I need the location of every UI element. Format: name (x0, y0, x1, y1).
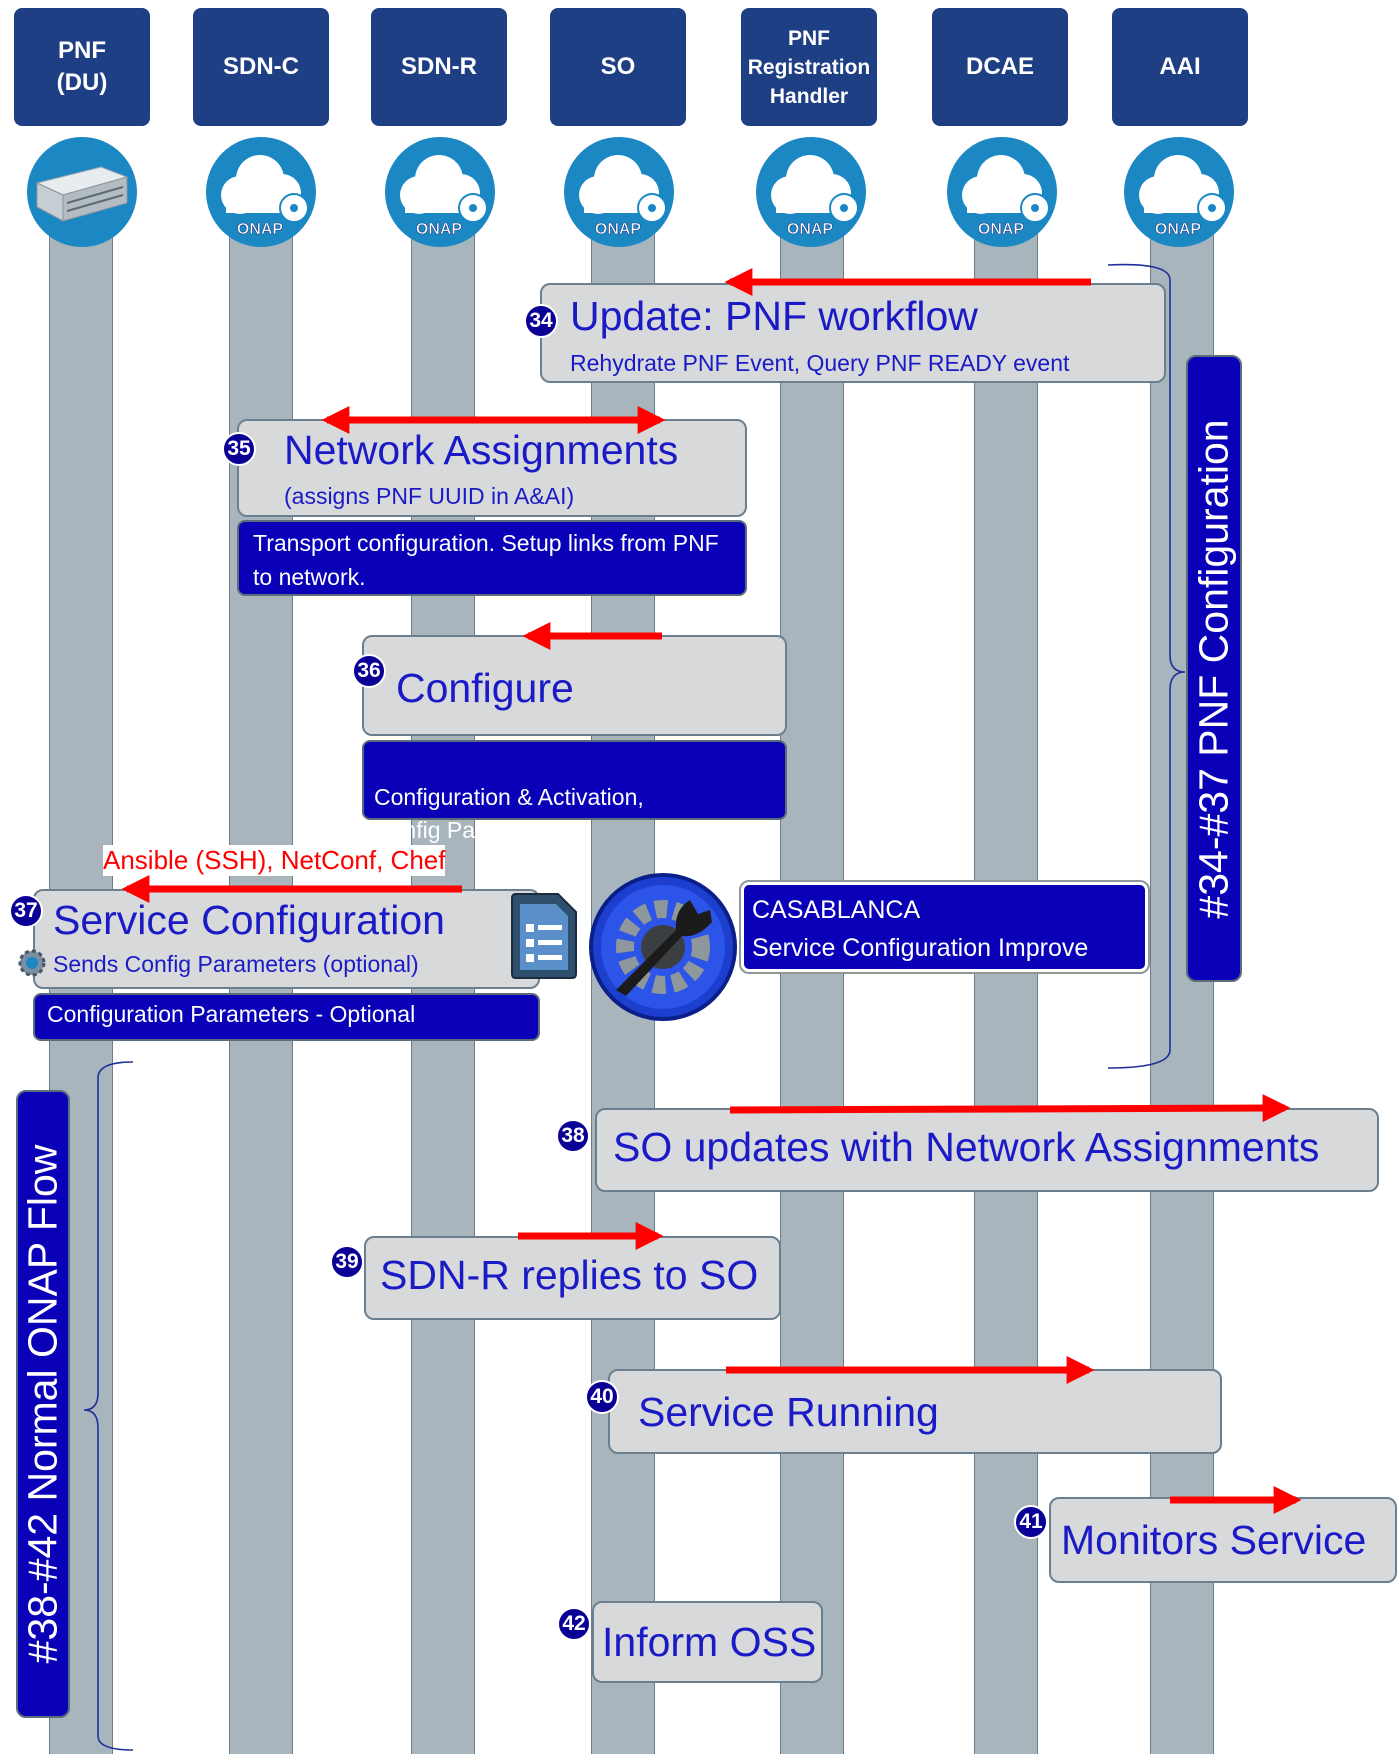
onap-cloud-icon: ONAP (943, 133, 1061, 251)
step-41-box: Monitors Service (1049, 1497, 1397, 1583)
step-38-box: SO updates with Network Assignments (595, 1108, 1379, 1192)
document-icon (508, 890, 580, 980)
step-38-number: 38 (556, 1119, 590, 1153)
header-dcae: DCAE (932, 8, 1068, 126)
step-42-title: Inform OSS (602, 1619, 817, 1665)
onap-logo-text: ONAP (1155, 221, 1202, 238)
step-36-note-text: Configuration & Activation, Config Param… (374, 784, 644, 843)
onap-cloud-icon: ONAP (752, 133, 870, 251)
phase-normal-onap-flow-label: #38-#42 Normal ONAP Flow (19, 1144, 66, 1664)
phase-normal-onap-flow: #38-#42 Normal ONAP Flow (16, 1090, 70, 1718)
onap-logo-text: ONAP (416, 221, 463, 238)
step-37-note: Configuration Parameters - Optional (33, 993, 540, 1041)
onap-cloud-icon: ONAP (381, 133, 499, 251)
header-prh: PNF Registration Handler (741, 8, 877, 126)
step-35-note: Transport configuration. Setup links fro… (237, 520, 747, 596)
step-42-box: Inform OSS (592, 1601, 823, 1683)
step-38-title: SO updates with Network Assignments (613, 1124, 1320, 1170)
step-35-subtitle: (assigns PNF UUID in A&AI) (284, 483, 575, 509)
step-39-box: SDN-R replies to SO (364, 1236, 781, 1320)
step-37-number: 37 (9, 894, 43, 928)
step-35-title: Network Assignments (284, 427, 679, 473)
casablanca-note: CASABLANCA Service Configuration Improve (739, 880, 1150, 974)
pnf-device-icon (23, 133, 141, 251)
header-sdnc: SDN-C (193, 8, 329, 126)
onap-logo-text: ONAP (237, 221, 284, 238)
lane-prh (780, 225, 844, 1754)
step-37-title: Service Configuration (53, 897, 445, 943)
casablanca-title: CASABLANCA (752, 896, 921, 924)
step-41-title: Monitors Service (1061, 1517, 1367, 1563)
lane-dcae (974, 225, 1038, 1754)
step-41-number: 41 (1014, 1505, 1048, 1539)
step-35-number: 35 (222, 432, 256, 466)
header-pnf: PNF (DU) (14, 8, 150, 126)
step-39-number: 39 (330, 1245, 364, 1279)
step-34-box: Update: PNF workflow Rehydrate PNF Event… (540, 283, 1166, 383)
step-36-title: Configure (396, 665, 574, 711)
header-so: SO (550, 8, 686, 126)
step-35-note-text: Transport configuration. Setup links fro… (253, 530, 719, 590)
phase-pnf-configuration-label: #34-#37 PNF Configuration (1190, 418, 1237, 919)
gear-icon (17, 948, 47, 978)
step-40-box: Service Running (608, 1369, 1222, 1454)
onap-cloud-icon: ONAP (560, 133, 678, 251)
step-40-number: 40 (585, 1380, 619, 1414)
step-36-box: Configure (362, 635, 787, 736)
step-39-title: SDN-R replies to SO (380, 1252, 759, 1298)
step-37-note-text: Configuration Parameters - Optional (47, 1001, 416, 1027)
step-40-title: Service Running (638, 1389, 939, 1435)
onap-cloud-icon: ONAP (202, 133, 320, 251)
onap-logo-text: ONAP (595, 221, 642, 238)
step-34-number: 34 (524, 304, 558, 338)
header-aai: AAI (1112, 8, 1248, 126)
header-sdnr: SDN-R (371, 8, 507, 126)
step-42-number: 42 (557, 1607, 591, 1641)
onap-cloud-icon: ONAP (1120, 133, 1238, 251)
casablanca-subtitle: Service Configuration Improve (752, 934, 1089, 962)
step-36-number: 36 (352, 654, 386, 688)
step-34-title: Update: PNF workflow (570, 293, 978, 339)
phase-pnf-configuration: #34-#37 PNF Configuration (1186, 355, 1242, 982)
onap-logo-text: ONAP (978, 221, 1025, 238)
step-36-note: Configuration & Activation, Config Param… (362, 740, 787, 843)
onap-logo-text: ONAP (787, 221, 834, 238)
step-35-box: Network Assignments (assigns PNF UUID in… (237, 419, 747, 517)
step-34-subtitle: Rehydrate PNF Event, Query PNF READY eve… (570, 350, 1070, 376)
wrench-gear-icon (586, 870, 741, 1025)
step-37-subtitle: Sends Config Parameters (optional) (53, 951, 419, 977)
step-37-box: Service Configuration Sends Config Param… (33, 889, 540, 989)
step-37-arrow-label: Ansible (SSH), NetConf, Chef (103, 845, 446, 876)
